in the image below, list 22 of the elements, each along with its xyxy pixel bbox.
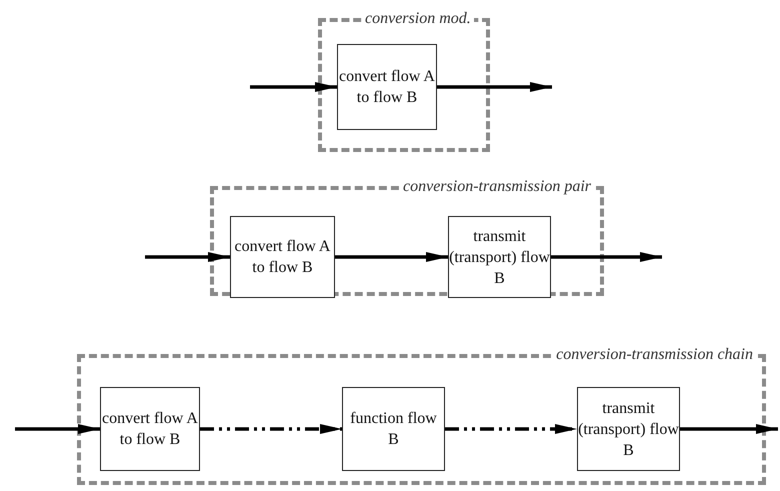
box-text: transmit (transport) flow B bbox=[449, 226, 550, 288]
process-box bbox=[577, 387, 680, 471]
box-text: convert flow A to flow B bbox=[234, 237, 332, 278]
arrow bbox=[200, 424, 342, 434]
box-text: function flow B bbox=[349, 409, 438, 450]
arrow bbox=[437, 82, 552, 92]
arrow bbox=[15, 424, 100, 434]
arrow bbox=[335, 252, 448, 262]
process-box bbox=[100, 387, 200, 471]
arrow bbox=[551, 252, 662, 262]
process-box bbox=[448, 216, 551, 298]
arrow bbox=[445, 424, 577, 434]
process-box bbox=[342, 387, 445, 471]
process-box bbox=[337, 44, 437, 130]
box-text: convert flow A to flow B bbox=[338, 67, 436, 108]
arrow bbox=[145, 252, 230, 262]
arrow bbox=[250, 82, 337, 92]
arrow bbox=[680, 424, 778, 434]
group-label: conversion-transmission pair bbox=[400, 177, 594, 197]
box-text: convert flow A to flow B bbox=[101, 409, 199, 450]
process-box bbox=[230, 216, 335, 298]
box-text: transmit (transport) flow B bbox=[578, 398, 679, 460]
